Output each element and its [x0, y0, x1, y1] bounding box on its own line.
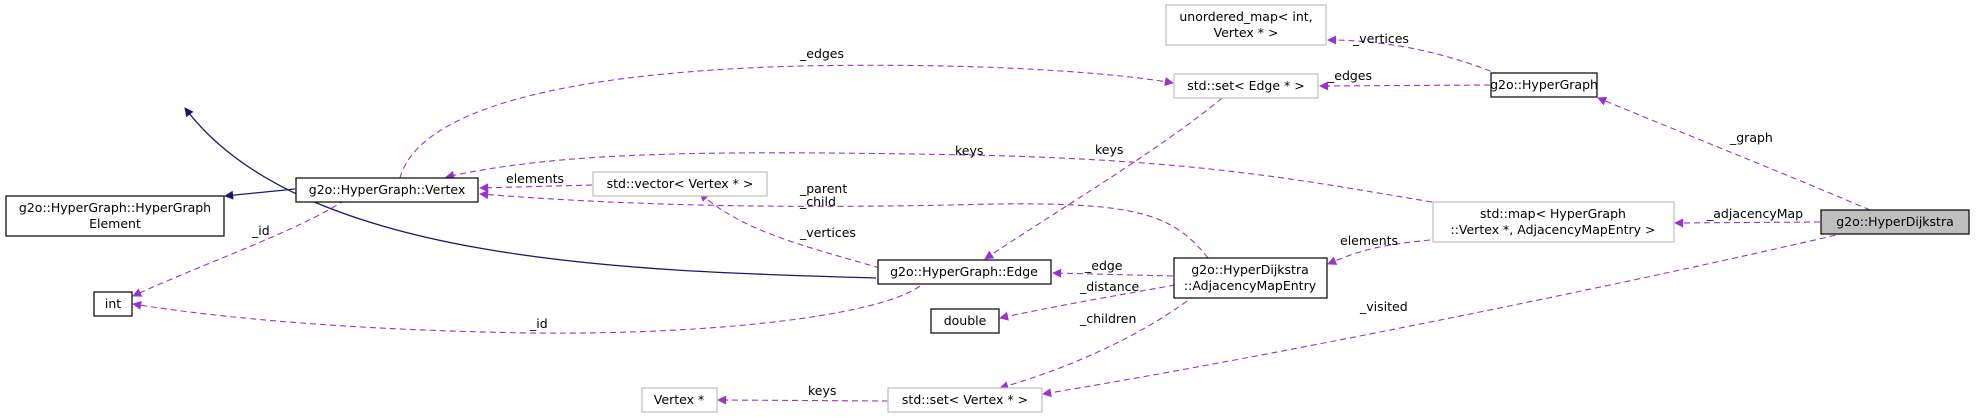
label-edge-id: _id	[529, 316, 548, 331]
svg-text:int: int	[105, 296, 121, 311]
edge-hg-vertices	[1327, 35, 1501, 76]
label-edge-vertices: _vertices	[799, 225, 856, 240]
label-graph: _graph	[1729, 130, 1773, 145]
node-double[interactable]: double	[930, 308, 1000, 334]
edge-entry-children	[999, 294, 1196, 391]
edge-set-edge-keys	[984, 97, 1223, 260]
node-unordered-map[interactable]: unordered_map< int, Vertex * >	[1165, 4, 1327, 46]
edge-map-elements	[1327, 239, 1431, 265]
node-int[interactable]: int	[93, 291, 133, 317]
edge-parent-child	[479, 190, 1209, 259]
node-vector-vertex[interactable]: std::vector< Vertex * >	[592, 171, 768, 197]
label-adjacency-map: _adjacencyMap	[1706, 206, 1803, 221]
node-edge[interactable]: g2o::HyperGraph::Edge	[877, 259, 1052, 285]
svg-text:g2o::HyperDijkstra: g2o::HyperDijkstra	[1191, 262, 1309, 277]
node-adjacency-entry[interactable]: g2o::HyperDijkstra ::AdjacencyMapEntry	[1173, 257, 1328, 299]
label-set-vertex-keys: keys	[808, 383, 836, 398]
edge-graph	[1597, 96, 1871, 211]
label-map-elements: elements	[1340, 233, 1398, 248]
edge-entry-edge	[1052, 268, 1174, 278]
edge-map-keys	[445, 152, 1433, 203]
label-entry-distance: _distance	[1079, 279, 1140, 294]
edge-visited	[1042, 232, 1846, 398]
node-hyperdijkstra[interactable]: g2o::HyperDijkstra	[1820, 209, 1970, 235]
label-hg-edges: _edges	[1327, 68, 1372, 83]
svg-text:double: double	[944, 313, 987, 328]
node-vertex-ptr[interactable]: Vertex *	[641, 387, 718, 413]
svg-text:::AdjacencyMapEntry: ::AdjacencyMapEntry	[1184, 278, 1317, 293]
edge-vertex-edges	[399, 64, 1174, 179]
svg-text:Vertex *: Vertex *	[654, 392, 704, 407]
svg-text:g2o::HyperDijkstra: g2o::HyperDijkstra	[1836, 214, 1954, 229]
label-entry-edge: _edge	[1084, 258, 1123, 273]
label-entry-children: _children	[1079, 311, 1136, 326]
label-parent: _parent	[799, 181, 847, 196]
svg-text:std::set< Edge * >: std::set< Edge * >	[1187, 78, 1304, 93]
node-std-map[interactable]: std::map< HyperGraph ::Vertex *, Adjacen…	[1432, 201, 1675, 243]
label-hg-vertices: _vertices	[1352, 31, 1409, 46]
label-vertex-elements: elements	[506, 171, 564, 186]
svg-text:g2o::HyperGraph::HyperGraph: g2o::HyperGraph::HyperGraph	[19, 200, 211, 215]
node-hypergraph[interactable]: g2o::HyperGraph	[1490, 72, 1598, 98]
svg-text:g2o::HyperGraph: g2o::HyperGraph	[1490, 77, 1598, 92]
inheritance-edge-element	[184, 107, 877, 279]
edge-vertex-id	[132, 199, 346, 297]
svg-text:Vertex * >: Vertex * >	[1214, 25, 1279, 40]
label-map-keys: keys	[955, 143, 983, 158]
label-vertex-id: _id	[251, 223, 270, 238]
inheritance-vertex-element	[224, 188, 296, 200]
edge-vertex-elements	[479, 183, 593, 193]
label-set-edge-keys: keys	[1095, 142, 1123, 157]
label-vertex-edges: _edges	[799, 46, 844, 61]
edge-set-vertex-keys	[717, 395, 889, 405]
svg-text:unordered_map< int,: unordered_map< int,	[1179, 9, 1312, 24]
svg-text:g2o::HyperGraph::Edge: g2o::HyperGraph::Edge	[890, 264, 1038, 279]
edge-edge-id	[132, 285, 921, 334]
label-child: _child	[799, 194, 836, 209]
node-set-vertex[interactable]: std::set< Vertex * >	[887, 387, 1043, 413]
svg-text:std::vector< Vertex * >: std::vector< Vertex * >	[607, 176, 754, 191]
edge-entry-distance	[999, 284, 1176, 321]
edge-adjacency-map	[1674, 218, 1821, 228]
node-vertex[interactable]: g2o::HyperGraph::Vertex	[295, 177, 479, 203]
svg-text:g2o::HyperGraph::Vertex: g2o::HyperGraph::Vertex	[309, 182, 465, 197]
svg-text:Element: Element	[89, 216, 141, 231]
svg-text:::Vertex *, AdjacencyMapEntry: ::Vertex *, AdjacencyMapEntry >	[1450, 222, 1655, 237]
node-hypergraph-element[interactable]: g2o::HyperGraph::HyperGraph Element	[5, 195, 225, 237]
svg-text:std::map< HyperGraph: std::map< HyperGraph	[1480, 206, 1626, 221]
label-visited: _visited	[1359, 299, 1408, 314]
svg-text:std::set< Vertex * >: std::set< Vertex * >	[902, 392, 1028, 407]
edge-hg-edges	[1319, 81, 1491, 91]
node-set-edge[interactable]: std::set< Edge * >	[1173, 73, 1319, 99]
